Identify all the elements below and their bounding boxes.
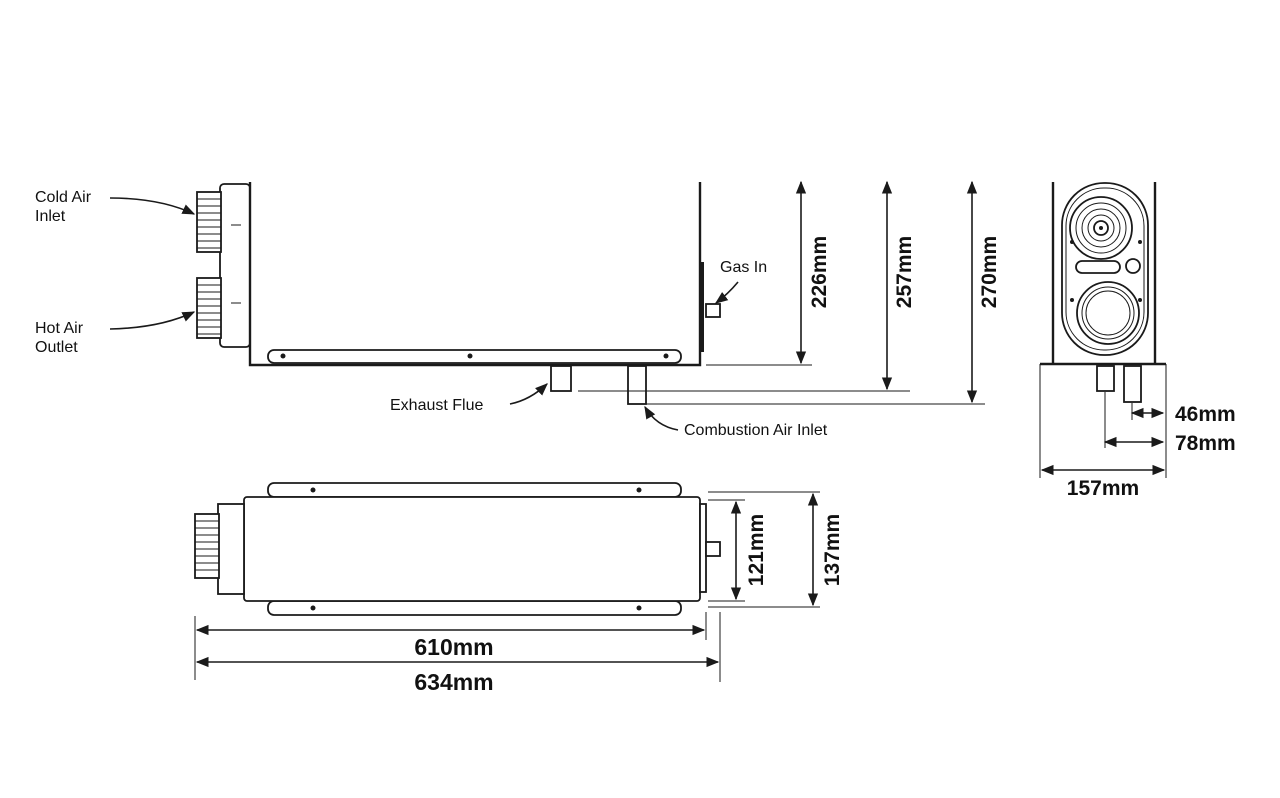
top-view: 121mm 137mm 610mm 634mm <box>194 482 844 695</box>
bottom-rail <box>267 349 682 364</box>
end-housing <box>1051 182 1157 364</box>
dim-46-label: 46mm <box>1175 403 1236 426</box>
cold-air-inlet-label-2: Inlet <box>35 208 66 225</box>
top-body <box>243 496 701 602</box>
dim-257-label: 257mm <box>893 236 916 308</box>
cold-air-inlet-collar <box>196 191 222 253</box>
combustion-air-inlet-label: Combustion Air Inlet <box>684 422 828 439</box>
dim-78-label: 78mm <box>1175 432 1236 455</box>
front-plate <box>219 183 251 348</box>
dim-157-label: 157mm <box>1067 477 1139 500</box>
side-view: 226mm 257mm 270mm Cold Air Inlet Hot Air… <box>35 180 1001 439</box>
exhaust-flue-label: Exhaust Flue <box>390 397 483 414</box>
gas-in-fitting <box>705 303 721 318</box>
exhaust-flue-spigot <box>550 365 572 392</box>
hot-air-outlet-collar <box>196 277 222 339</box>
hot-air-outlet-label: Hot Air <box>35 320 84 337</box>
dim-634-label: 634mm <box>414 669 493 695</box>
hot-air-outlet-label-2: Outlet <box>35 339 78 356</box>
body-outline <box>248 182 702 367</box>
dim-226-label: 226mm <box>808 236 831 308</box>
end-view: 46mm 78mm 157mm <box>1039 182 1236 500</box>
dim-270-label: 270mm <box>978 236 1001 308</box>
combustion-air-spigot <box>627 365 647 405</box>
cold-air-inlet-label: Cold Air <box>35 189 92 206</box>
dim-121-label: 121mm <box>745 514 768 586</box>
dim-137-label: 137mm <box>821 514 844 586</box>
top-collar <box>194 513 220 579</box>
dim-610-label: 610mm <box>414 634 493 660</box>
gas-in-label: Gas In <box>720 259 767 276</box>
